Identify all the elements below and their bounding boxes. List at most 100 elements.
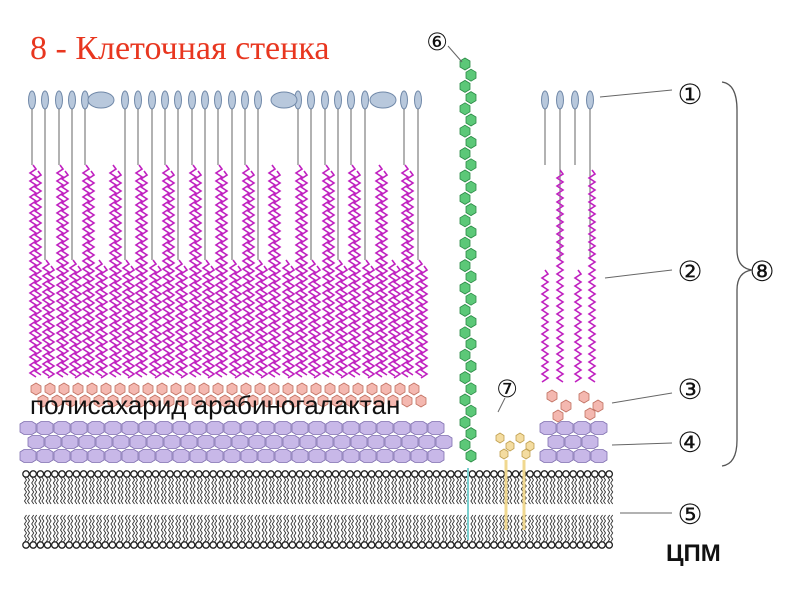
membrane-lipid [209,470,218,505]
arabinogalactan-unit [401,394,413,408]
mycolic-chain [405,170,415,376]
membrane-lipid [245,514,254,549]
lam-unit [459,303,471,317]
lam-unit [465,135,477,149]
membrane-lipid [288,470,297,505]
peptidoglycan-unit [556,421,574,435]
mycolic-chain [214,164,224,378]
lipid-head [228,90,236,110]
mycolic-chain [139,170,149,376]
membrane-lipid [540,470,549,505]
lam-unit [459,259,471,273]
arabinogalactan-unit [584,407,596,421]
peptidoglycan-unit [316,435,334,449]
membrane-lipid [382,514,391,549]
membrane-lipid [367,514,376,549]
membrane-lipid [173,514,182,549]
peptidoglycan-unit [308,449,326,463]
mycolic-chain [587,169,597,383]
mycolic-chain [419,265,429,379]
peptidoglycan-unit [342,421,360,435]
peptidoglycan-unit [104,421,122,435]
lam-unit [459,169,471,183]
peptidoglycan-unit [393,421,411,435]
membrane-lipid [605,470,614,505]
peptidoglycan-unit [350,435,368,449]
membrane-lipid [526,470,535,505]
membrane-lipid [230,470,239,505]
lam-unit [459,124,471,138]
membrane-lipid [547,470,556,505]
lipid-head [28,90,36,110]
membrane-lipid [374,470,383,505]
membrane-lipid [65,470,74,505]
mycolic-chain [86,170,96,376]
mycolic-chain [374,164,384,378]
lam-unit [465,427,477,441]
marker-5: ⑤ [677,498,702,531]
lam-unit [465,337,477,351]
mycolic-chain [28,164,38,378]
membrane-lipid [324,514,333,549]
lam-unit [465,225,477,239]
peptidoglycan-unit [27,435,45,449]
leader-line [447,45,463,63]
membrane-lipid [281,470,290,505]
lipid-head [556,90,564,110]
peptidoglycan-unit [265,435,283,449]
membrane-lipid [389,470,398,505]
mycolic-chain [99,265,109,379]
marker-2: ② [677,255,702,288]
mycolic-chain [153,265,163,379]
lipid-head [148,90,156,110]
peptidoglycan-unit [138,449,156,463]
membrane-lipid [468,470,477,505]
membrane-lipid [137,470,146,505]
membrane-lipid [158,514,167,549]
polysaccharide-label: полисахарид арабиногалактан [30,390,401,420]
membrane-lipid [497,470,506,505]
peptidoglycan-unit [359,421,377,435]
peptidoglycan-unit [367,435,385,449]
membrane-lipid [108,470,117,505]
membrane-lipid [281,514,290,549]
mycolic-chain [121,259,131,377]
membrane-lipid [403,470,412,505]
membrane-lipid [482,470,491,505]
membrane-lipid [302,470,311,505]
membrane-lipid [533,470,542,505]
membrane-lipid [439,470,448,505]
membrane-lipid [598,514,607,549]
membrane-lipid [238,514,247,549]
membrane-lipid [338,514,347,549]
membrane-lipid [72,470,81,505]
membrane-lipid [382,470,391,505]
lipid-head [334,90,342,110]
membrane-lipid [194,514,203,549]
peptidoglycan-unit [53,449,71,463]
membrane-lipid [43,470,52,505]
lam-unit [459,236,471,250]
membrane-lipid [598,470,607,505]
mycolic-chain [179,265,189,379]
membrane-lipid [36,514,45,549]
mycolic-chain [113,170,123,376]
membrane-lipid [490,470,499,505]
lam-unit [459,415,471,429]
peptidoglycan-unit [308,421,326,435]
lm-unit [499,448,509,460]
lam-unit [465,382,477,396]
membrane-lipid [101,514,110,549]
membrane-lipid [22,514,31,549]
peptidoglycan-unit [36,421,54,435]
mycolic-chain [312,265,322,379]
lipid-head [81,90,89,110]
membrane-lipid [576,514,585,549]
peptidoglycan-unit [539,449,557,463]
peptidoglycan-unit [189,421,207,435]
peptidoglycan-unit [19,449,37,463]
peptidoglycan-unit [129,435,147,449]
mycolic-chain [41,259,51,377]
mycolic-chain [148,259,158,377]
lam-unit [459,57,471,71]
